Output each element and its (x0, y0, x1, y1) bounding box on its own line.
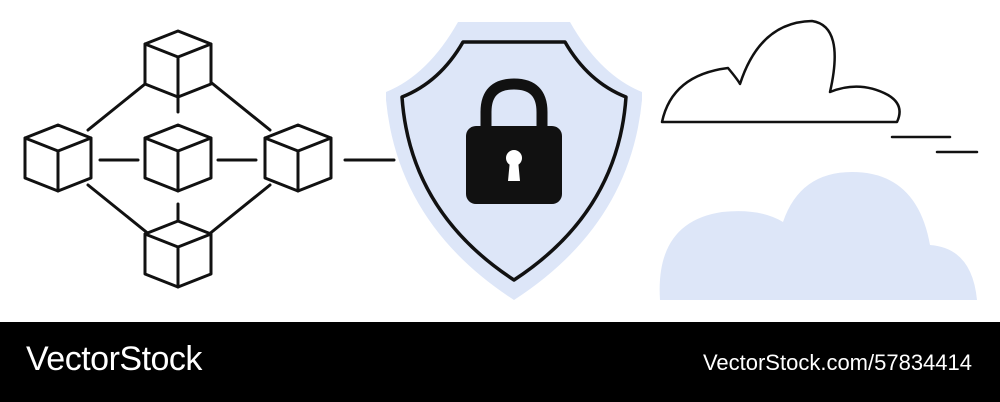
image-reference: VectorStock.com/57834414 (702, 350, 972, 375)
cloud-filled-icon (659, 172, 977, 300)
padlock-icon (466, 78, 562, 204)
block-cube-bottom (143, 219, 213, 289)
block-cube-right (263, 123, 333, 193)
illustration-canvas (23, 19, 979, 300)
block-cube-top (143, 29, 213, 99)
cloud-outline-icon (660, 19, 979, 154)
watermark-footer: VectorStock VectorStock.com/57834414 (0, 322, 1000, 402)
block-cube-center (143, 123, 213, 193)
network-connections (86, 78, 396, 237)
shield-outline (400, 40, 628, 282)
brand-logo: VectorStock (26, 340, 202, 378)
blockchain-network-icon (23, 29, 396, 289)
illustration (23, 19, 979, 300)
block-cube-left (23, 123, 93, 193)
